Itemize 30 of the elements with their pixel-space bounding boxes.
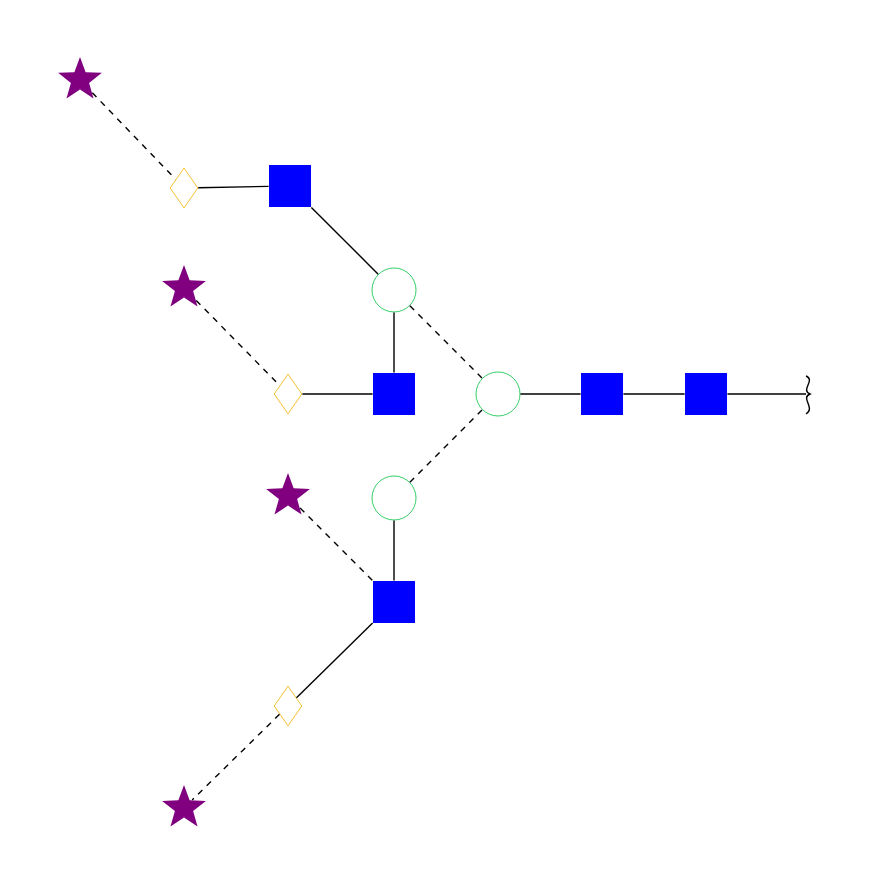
diamond-symbol: [273, 373, 303, 415]
linkage-line: [393, 311, 395, 374]
star-symbol: [162, 265, 206, 307]
linkage-line: [295, 622, 374, 699]
linkage-line: [726, 393, 807, 395]
star-symbol: [162, 785, 206, 827]
square-symbol: [685, 373, 727, 415]
linkage-line: [301, 393, 374, 395]
square-symbol: [581, 373, 623, 415]
star-symbol: [266, 473, 310, 515]
linkage-line: [191, 713, 281, 801]
linkage-line: [195, 299, 281, 387]
linkage-line: [299, 507, 374, 582]
linkage-line: [197, 185, 270, 189]
circle-symbol: [475, 371, 521, 417]
square-symbol: [373, 581, 415, 623]
star-symbol: [58, 57, 102, 99]
diamond-symbol: [273, 685, 303, 727]
linkage-line: [393, 519, 395, 582]
square-symbol: [269, 165, 311, 207]
linkage-line: [310, 206, 379, 275]
linkage-line: [91, 92, 177, 181]
linkage-line: [409, 409, 483, 483]
linkage-line: [519, 393, 582, 395]
square-symbol: [373, 373, 415, 415]
diamond-symbol: [169, 167, 199, 209]
linkage-line: [409, 305, 483, 379]
circle-symbol: [371, 475, 417, 521]
circle-symbol: [371, 267, 417, 313]
linkage-line: [622, 393, 686, 395]
